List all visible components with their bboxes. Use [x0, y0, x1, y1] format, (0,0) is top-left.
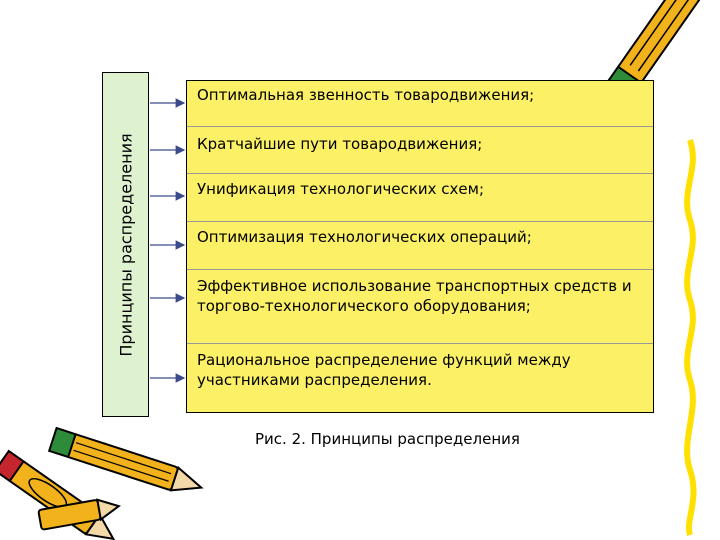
principle-item-6: Рациональное распределение функций между… — [197, 351, 571, 389]
principle-item-2: Кратчайшие пути товародвижения; — [197, 135, 483, 153]
principle-item-3: Унификация технологических схем; — [197, 180, 485, 198]
item-separator — [187, 126, 653, 127]
item-separator — [187, 173, 653, 174]
pencils-bottom-left-icon — [0, 426, 204, 540]
figure-caption: Рис. 2. Принципы распределения — [255, 430, 520, 448]
item-separator — [187, 269, 653, 270]
connector-lines — [150, 98, 186, 383]
principle-item-1: Оптимальная звенность товародвижения; — [197, 86, 535, 104]
item-separator — [187, 221, 653, 222]
principle-item-5: Эффективное использование транспортных с… — [197, 277, 632, 315]
principle-item-4: Оптимизация технологических операций; — [197, 228, 532, 246]
principles-label: Принципы распределения — [116, 132, 135, 357]
wavy-line-icon — [684, 139, 697, 536]
item-separator — [187, 343, 653, 344]
principles-list: Оптимальная звенность товародвижения; Кр… — [186, 80, 654, 413]
principles-label-box: Принципы распределения — [102, 72, 149, 417]
